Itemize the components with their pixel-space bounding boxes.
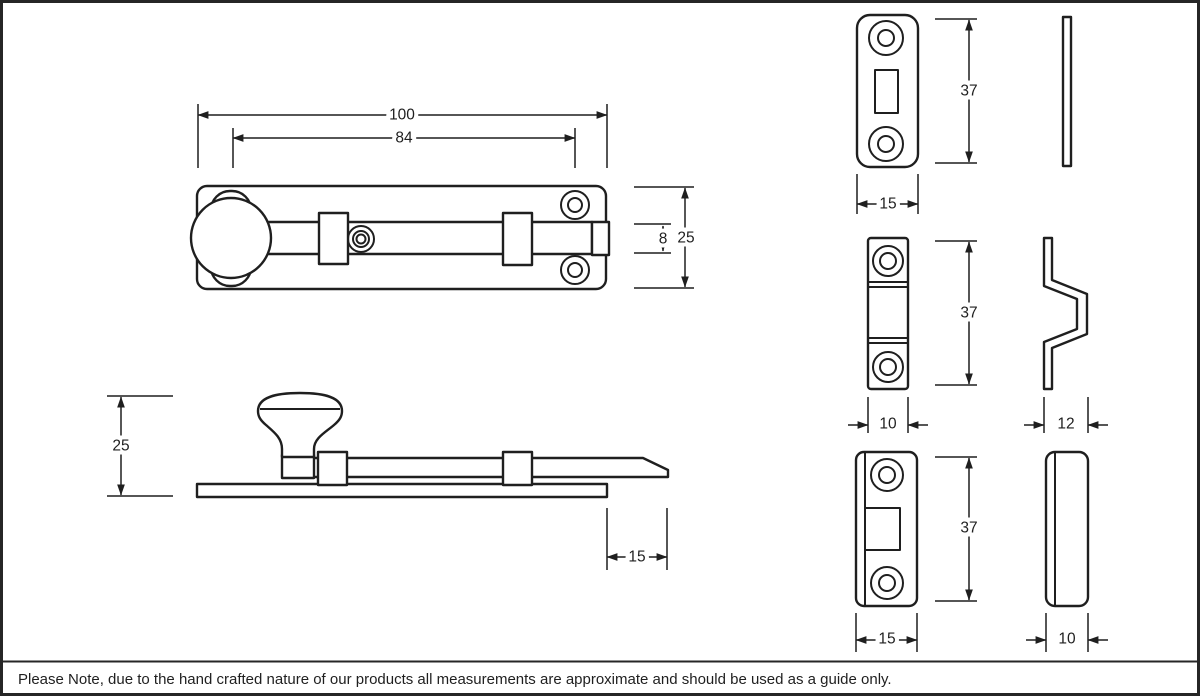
dim-label-fixing-centres: 84 <box>395 130 413 147</box>
keeper-flat-screw-bottom-outer <box>868 126 904 162</box>
keeper-flat-slot <box>874 69 899 114</box>
dim-label-keeper-bridge-width: 10 <box>879 416 897 433</box>
dim-label-keeper-flat-width: 15 <box>879 196 896 213</box>
note-text: Please Note, due to the hand crafted nat… <box>18 671 892 688</box>
keeper-bridge-fold-lines <box>868 281 908 344</box>
dim-label-keeper-flat-height: 37 <box>960 83 977 100</box>
dim-label-keeper-bridge-height: 37 <box>960 305 977 322</box>
keeper-bridge-plate <box>866 236 910 391</box>
screw-hole-bottom-inner <box>567 262 583 278</box>
keeper-angle-view: 37 15 10 <box>854 450 1108 652</box>
dim-label-overall-length: 100 <box>389 107 415 124</box>
dim-keeper-angle-width: 15 <box>855 613 918 652</box>
backplate-side <box>195 482 609 499</box>
screw-hole-bottom-outer <box>560 255 590 285</box>
screw-hole-top-inner <box>567 197 583 213</box>
dim-label-keeper-bridge-depth: 12 <box>1057 416 1074 433</box>
dim-keeper-flat-height: 37 <box>935 18 982 164</box>
guide-staple-left-side <box>316 450 349 487</box>
keeper-angle-screw-bottom-inner <box>878 574 896 592</box>
dim-bolt-runout: 15 <box>606 508 668 570</box>
dim-label-backplate-width: 25 <box>677 230 694 247</box>
keeper-flat-screw-top-outer <box>868 20 904 56</box>
guide-staple-right <box>501 211 534 267</box>
keeper-angle-notch <box>865 507 901 551</box>
knob-front <box>189 196 273 280</box>
keeper-angle-profile <box>1044 450 1090 608</box>
dim-label-keeper-angle-depth: 10 <box>1058 631 1076 648</box>
dim-fixing-centres: 84 <box>232 126 576 168</box>
dim-bolt-width: 8 <box>634 223 671 254</box>
screw-hole-top-outer <box>560 190 590 220</box>
bolt-front-view: 100 84 8 25 <box>189 103 699 291</box>
bolt-rod <box>234 220 594 256</box>
guide-staple-left <box>317 211 350 266</box>
guide-staple-right-side <box>501 450 534 487</box>
keeper-bridge-profile <box>1042 236 1089 391</box>
keeper-flat-view: 37 15 <box>855 13 1073 217</box>
dim-keeper-bridge-depth: 12 <box>1024 397 1108 437</box>
knob-base-block <box>280 453 316 480</box>
bolt-rod-side <box>298 456 670 479</box>
dim-label-bolt-runout: 15 <box>628 549 645 566</box>
keeper-bridge-screw-bottom-inner <box>879 358 897 376</box>
keeper-flat-screw-top-inner <box>877 29 895 47</box>
keeper-flat-profile <box>1061 15 1073 168</box>
dim-overall-length: 100 <box>197 103 608 168</box>
centre-screw-inner <box>355 233 367 245</box>
dim-keeper-angle-height: 37 <box>935 456 982 602</box>
centre-screw-outer <box>347 225 375 253</box>
keeper-bridge-view: 37 10 12 <box>848 236 1108 437</box>
dim-label-overall-height: 25 <box>112 438 129 455</box>
keeper-bridge-screw-top-outer <box>872 245 904 277</box>
dim-keeper-bridge-width: 10 <box>848 397 928 437</box>
knob-side <box>256 391 344 459</box>
bolt-end-cap <box>590 220 611 257</box>
dim-label-keeper-angle-width: 15 <box>878 631 895 648</box>
dim-keeper-bridge-height: 37 <box>935 240 982 386</box>
dim-keeper-angle-depth: 10 <box>1026 613 1108 652</box>
dim-backplate-width: 25 <box>634 186 699 289</box>
keeper-angle-screw-top-inner <box>878 466 896 484</box>
dim-overall-height: 25 <box>107 395 173 497</box>
centre-screw-mid <box>352 230 370 248</box>
dim-keeper-flat-width: 15 <box>856 174 919 217</box>
bolt-side-view: 25 15 <box>107 391 670 570</box>
dim-label-bolt-width: 8 <box>659 231 668 248</box>
keeper-angle-screw-top-outer <box>870 458 904 492</box>
keeper-angle-screw-bottom-outer <box>870 566 904 600</box>
keeper-flat-plate <box>855 13 920 169</box>
dim-label-keeper-angle-height: 37 <box>960 520 977 537</box>
keeper-angle-plate <box>854 450 919 608</box>
keeper-bridge-screw-top-inner <box>879 252 897 270</box>
keeper-flat-screw-bottom-inner <box>877 135 895 153</box>
keeper-bridge-screw-bottom-outer <box>872 351 904 383</box>
